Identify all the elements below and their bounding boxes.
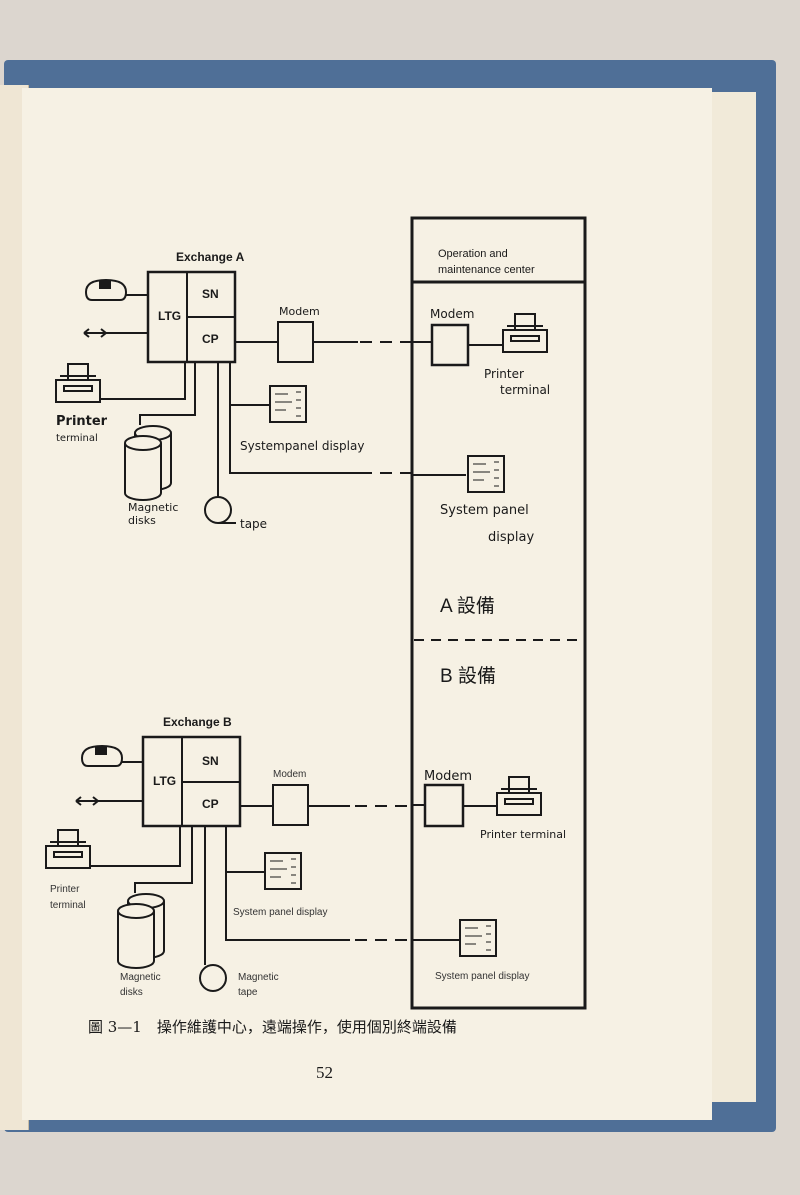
svg-text:LTG: LTG	[153, 774, 176, 788]
svg-text:Magnetic: Magnetic	[120, 972, 161, 983]
svg-text:Printer: Printer	[56, 414, 108, 429]
system-panel-display-icon	[264, 852, 302, 890]
svg-text:Operation and: Operation and	[438, 248, 508, 260]
svg-text:terminal: terminal	[50, 900, 86, 911]
svg-text:terminal: terminal	[500, 383, 550, 397]
svg-text:Modem: Modem	[273, 769, 306, 780]
modem-a	[277, 321, 314, 363]
svg-text:disks: disks	[128, 514, 156, 527]
telephone-icon	[85, 279, 127, 301]
modem-b	[272, 784, 309, 826]
svg-text:CP: CP	[202, 332, 219, 346]
magnetic-disks-icon	[117, 893, 165, 969]
svg-text:Printer: Printer	[50, 884, 80, 895]
operation-maintenance-center: Operation and maintenance center	[410, 216, 587, 1010]
svg-text:maintenance center: maintenance center	[438, 264, 535, 276]
svg-text:Magnetic: Magnetic	[238, 972, 279, 983]
magnetic-tape-icon	[204, 496, 232, 524]
svg-text:System panel display: System panel display	[233, 907, 328, 918]
printer-icon	[55, 363, 101, 403]
printer-icon	[502, 313, 548, 353]
svg-text:Exchange A: Exchange A	[176, 250, 245, 264]
svg-text:Printer: Printer	[484, 367, 524, 381]
bidirectional-arrow-icon	[83, 328, 107, 338]
svg-text:System panel display: System panel display	[435, 971, 530, 982]
page-number: 52	[316, 1063, 333, 1082]
svg-text:Exchange B: Exchange B	[163, 715, 232, 729]
svg-text:tape: tape	[238, 987, 258, 998]
svg-text:Modem: Modem	[430, 307, 474, 321]
svg-text:Modem: Modem	[424, 769, 472, 784]
figure-caption: 圖 3—1 操作維護中心，遠端操作，使用個別終端設備	[88, 1018, 457, 1036]
system-panel-display-icon	[467, 455, 505, 493]
printer-icon	[45, 829, 91, 869]
svg-text:B 設備: B 設備	[440, 665, 496, 687]
svg-text:display: display	[488, 530, 534, 545]
system-panel-display-icon	[459, 919, 497, 957]
system-panel-display-icon	[269, 385, 307, 423]
svg-text:LTG: LTG	[158, 309, 181, 323]
svg-text:tape: tape	[240, 517, 267, 531]
svg-text:Systempanel display: Systempanel display	[240, 439, 364, 453]
exchange-a: Exchange A LTG SN CP	[146, 250, 245, 364]
svg-text:SN: SN	[202, 287, 219, 301]
magnetic-disks-icon	[124, 425, 172, 501]
svg-text:CP: CP	[202, 797, 219, 811]
svg-text:disks: disks	[120, 987, 143, 998]
printer-icon	[496, 776, 542, 816]
magnetic-tape-icon	[199, 964, 227, 992]
svg-text:SN: SN	[202, 754, 219, 768]
bidirectional-arrow-icon	[75, 796, 99, 806]
telephone-icon	[81, 745, 123, 767]
exchange-b: Exchange B LTG SN CP	[141, 715, 242, 828]
svg-text:terminal: terminal	[56, 433, 98, 444]
svg-text:A 設備: A 設備	[440, 595, 495, 617]
svg-text:Modem: Modem	[279, 305, 320, 318]
svg-text:Printer terminal: Printer terminal	[480, 828, 566, 841]
svg-text:Magnetic: Magnetic	[128, 501, 178, 514]
svg-text:System panel: System panel	[440, 503, 529, 518]
